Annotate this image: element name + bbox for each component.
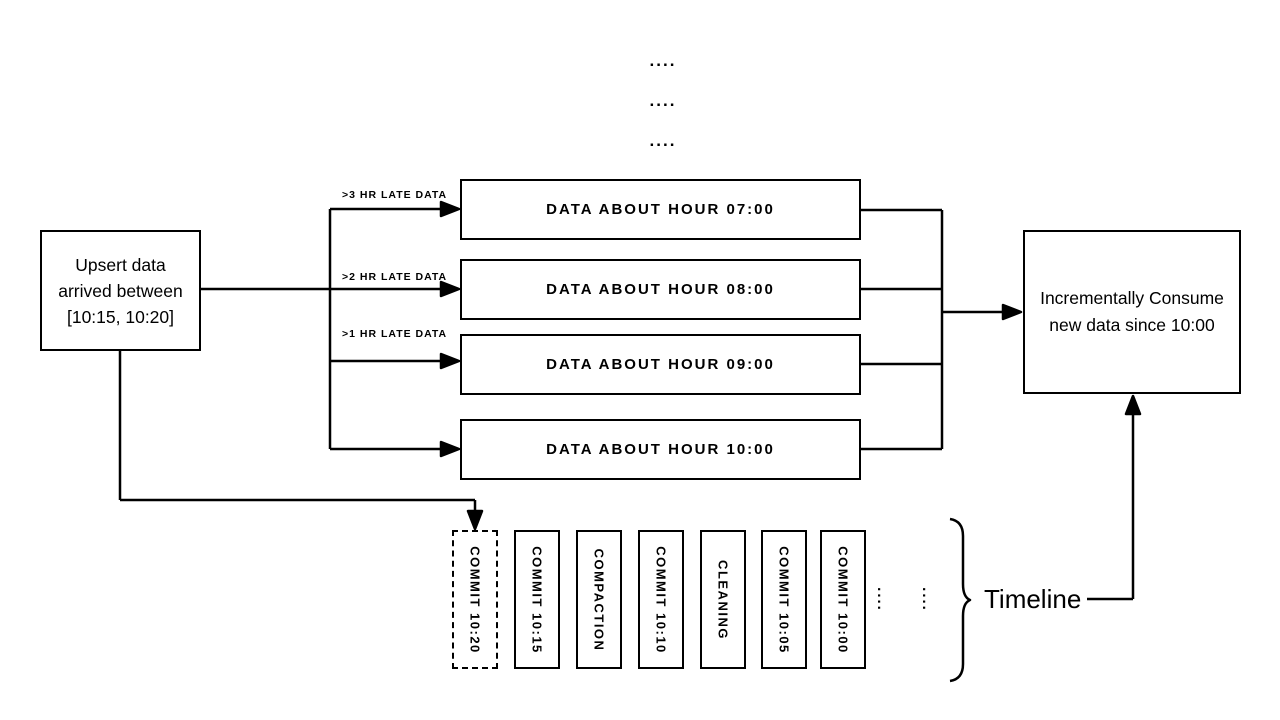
upsert-data-line: [10:15, 10:20] <box>66 306 175 327</box>
top-ellipsis-row: .... <box>649 51 677 70</box>
incremental-consume-line: Incrementally Consume <box>1040 288 1224 308</box>
timeline-event-label: COMMIT 10:20 <box>467 545 483 654</box>
arrowhead-hour7 <box>439 200 461 218</box>
hour-partition-box-0700: DATA ABOUT HOUR 07:00 <box>460 179 861 240</box>
timeline-event-label: COMMIT 10:00 <box>835 545 851 654</box>
arrowhead-hour8 <box>439 280 461 298</box>
upsert-data-line: arrived between <box>58 280 183 301</box>
timeline-event-label: COMPACTION <box>591 548 607 651</box>
timeline-event-commit-1000: COMMIT 10:00 <box>820 530 866 669</box>
timeline-ellipsis-dots: .... <box>873 586 891 612</box>
timeline-ellipsis-dots: .... <box>918 586 936 612</box>
timeline-event-label: CLEANING <box>715 559 731 640</box>
timeline-event-commit-1005: COMMIT 10:05 <box>761 530 807 669</box>
timeline-event-compaction: COMPACTION <box>576 530 622 669</box>
timeline-event-commit-1015: COMMIT 10:15 <box>514 530 560 669</box>
incremental-consume-line: new data since 10:00 <box>1049 315 1215 335</box>
arrowhead-hour9 <box>439 352 461 370</box>
timeline-event-label: COMMIT 10:15 <box>529 545 545 654</box>
late-data-label-3hr: >3 HR LATE DATA <box>342 189 448 201</box>
arrowhead-consumer-bottom <box>1124 394 1142 416</box>
top-ellipsis-row: .... <box>649 91 677 110</box>
late-data-label-1hr: >1 HR LATE DATA <box>342 328 448 340</box>
arrowhead-hour10 <box>439 440 461 458</box>
timeline-event-label: COMMIT 10:05 <box>776 545 792 654</box>
hour-partition-box-1000: DATA ABOUT HOUR 10:00 <box>460 419 861 480</box>
hour-partition-box-0900: DATA ABOUT HOUR 09:00 <box>460 334 861 395</box>
arrowhead-commit-1020 <box>466 509 484 531</box>
timeline-brace <box>949 517 972 683</box>
hour-partition-box-0800: DATA ABOUT HOUR 08:00 <box>460 259 861 320</box>
timeline-event-commit-1010: COMMIT 10:10 <box>638 530 684 669</box>
upsert-data-line: Upsert data <box>75 254 166 275</box>
timeline-label: Timeline <box>984 584 1082 614</box>
timeline-event-label: COMMIT 10:10 <box>653 545 669 654</box>
incremental-consume-box: Incrementally Consume new data since 10:… <box>1023 230 1241 394</box>
late-data-label-2hr: >2 HR LATE DATA <box>342 271 448 283</box>
timeline-event-cleaning: CLEANING <box>700 530 746 669</box>
timeline-event-commit-1020: COMMIT 10:20 <box>452 530 498 669</box>
top-ellipsis-row: .... <box>649 131 677 150</box>
upsert-data-box: Upsert data arrived between [10:15, 10:2… <box>40 230 201 351</box>
arrowhead-consumer <box>1001 303 1023 321</box>
